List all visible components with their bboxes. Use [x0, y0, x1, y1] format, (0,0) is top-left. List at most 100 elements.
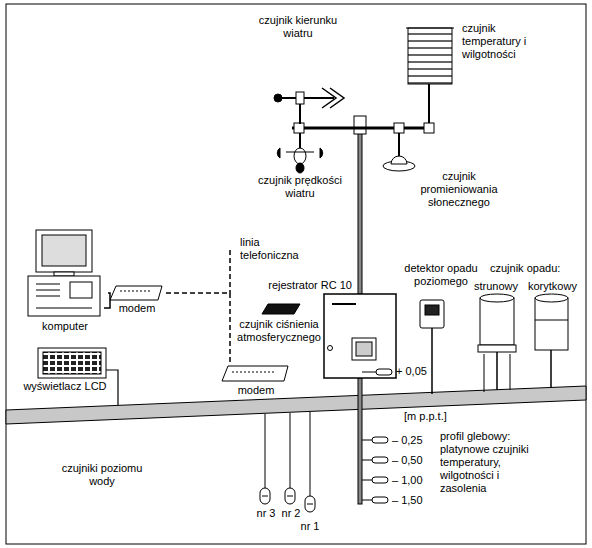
frame-part: [6, 4, 586, 544]
air-temperature-probe: [362, 369, 392, 375]
sensor-label: czujnik temperatury i wilgotności: [462, 22, 542, 61]
radiation-shield: [406, 28, 454, 123]
computer-part: [36, 284, 60, 285]
soil-probes-part: [372, 437, 388, 443]
anemometer-part: [286, 152, 314, 153]
soil-probes-part: [362, 500, 372, 501]
profile-note: profil glebowy: platynowe czujniki tempe…: [440, 430, 544, 495]
rain-gauge: [478, 294, 516, 392]
depth-value: – 0,25: [392, 434, 436, 447]
node-label: rejestrator RC 10: [252, 279, 352, 292]
rain-gauge-part: [535, 320, 568, 321]
water-level-sensors-part: [285, 488, 295, 504]
computer-part: [36, 308, 92, 309]
node-label: wyświetlacz LCD: [10, 380, 120, 393]
pressure-sensor: [262, 304, 300, 314]
water-level-sensors-part: [287, 496, 293, 497]
wind-vane-part: [274, 94, 282, 102]
telephone-line-stub: [230, 250, 231, 293]
cable-connector: [104, 293, 110, 308]
pyranometer-part: [391, 156, 407, 164]
computer-part: [36, 230, 92, 272]
computer: [28, 230, 100, 316]
water-level-sensors-part: [260, 488, 270, 504]
anemometer-part: [277, 148, 280, 158]
modem-device: [110, 286, 162, 300]
rain-gauge-part: [478, 345, 516, 352]
rain-gauge-part: [480, 298, 514, 345]
soil-probes-part: [372, 497, 388, 503]
computer-part: [54, 272, 74, 276]
mast-part: [294, 123, 304, 133]
modem-device-part: [110, 286, 162, 300]
water-level-sensors-part: [307, 504, 313, 505]
lcd-node: wyświetlacz LCD: [34, 346, 112, 394]
computer-part: [70, 282, 92, 298]
frame: [6, 4, 586, 544]
telephone-line-stub-part: [229, 250, 231, 293]
node-label: modem: [102, 302, 172, 315]
rain-gauge: [535, 294, 568, 388]
recorder-box-part: [332, 303, 356, 305]
sensor-number: nr 2: [279, 507, 303, 520]
mast-part: [424, 123, 434, 133]
soil-probes-part: [362, 460, 372, 461]
anemometer-part: [294, 148, 306, 164]
sensor-label: czujniki poziomu wody: [52, 462, 152, 488]
computer-part: [36, 290, 60, 291]
sensor-label: czujnik ciśnienia atmosferycznego: [236, 318, 322, 344]
depth-value: – 0,50: [392, 454, 436, 467]
recorder-box-part: [328, 346, 333, 351]
recorder-box-part: [352, 338, 376, 360]
anemometer: [277, 133, 322, 173]
recorder-node: rejestrator RC 10: [324, 294, 396, 378]
water-level-sensors-part: [265, 414, 266, 488]
pyranometer: [383, 133, 415, 171]
modem-device-part: [222, 366, 288, 381]
rain-gauge-part: [535, 294, 568, 302]
radiation-shield-part: [428, 84, 430, 123]
rain-gauge-part: [496, 350, 498, 390]
sensor-label: detektor opadu poziomego: [396, 262, 486, 288]
computer-part: [42, 235, 86, 266]
depth-value: + 0,05: [396, 365, 446, 378]
precipitation-detector-part: [420, 300, 444, 328]
water-level-sensors-part: [305, 496, 315, 512]
node-label: komputer: [26, 320, 104, 333]
soil-probes-part: [372, 477, 388, 483]
recorder-box-part: [324, 294, 396, 378]
air-temperature-probe-part: [362, 372, 376, 373]
sensor-label: korytkowy: [528, 280, 584, 293]
precipitation-detector: [420, 300, 444, 394]
depth-value: – 1,50: [392, 494, 436, 507]
radiation-shield-part: [408, 28, 452, 84]
air-temperature-probe-part: [376, 369, 392, 375]
unit-label: [m p.p.t.]: [404, 410, 466, 423]
node-label: modem: [222, 384, 290, 397]
wind-vane-part: [296, 92, 304, 104]
precipitation-detector-part: [431, 328, 433, 394]
computer-part: [28, 276, 100, 316]
recorder-box: [324, 294, 396, 378]
connector-label: linia telefoniczna: [240, 236, 320, 262]
sensor-label: czujnik promieniowania słonecznego: [414, 170, 504, 209]
modem-node: modem: [108, 284, 166, 318]
sensor-number: nr 1: [298, 520, 322, 533]
wind-vane: [274, 88, 344, 124]
soil-probes-part: [362, 440, 372, 441]
rain-gauge-part: [484, 354, 485, 392]
computer-node: komputer: [26, 228, 104, 336]
mast-part: [354, 116, 366, 134]
pressure-sensor-part: [262, 304, 300, 314]
modem-node: modem: [222, 364, 290, 398]
recorder-box-part: [356, 342, 372, 356]
water-level-sensors-part: [262, 496, 268, 497]
lcd-display-part: [43, 352, 101, 374]
sensor-label: czujnik opadu:: [490, 262, 580, 275]
sensor-label: strunowy: [474, 280, 526, 293]
modem-device: [222, 366, 288, 381]
water-level-sensors-part: [310, 412, 311, 496]
anemometer-part: [320, 148, 323, 158]
rain-gauge-part: [550, 350, 552, 388]
